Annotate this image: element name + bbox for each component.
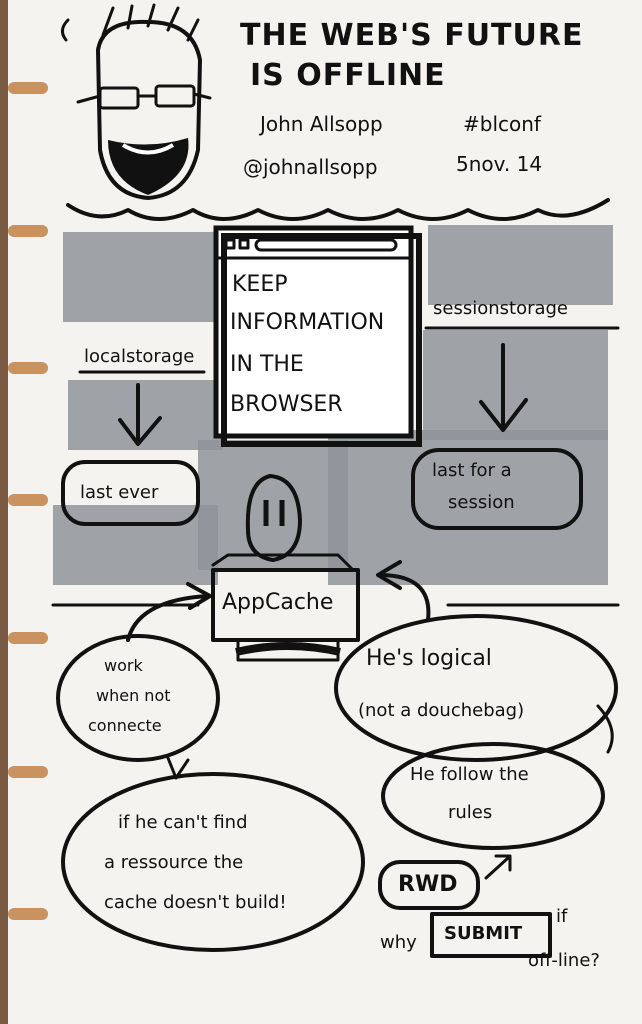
browser-line-2: INFORMATION bbox=[230, 310, 385, 335]
rules-line-1: He follow the bbox=[410, 764, 529, 785]
header-cloud bbox=[66, 198, 610, 221]
logical-line-2: (not a douchebag) bbox=[358, 700, 525, 721]
last-ever-box bbox=[61, 460, 200, 526]
appcache-label: AppCache bbox=[222, 590, 334, 615]
session-box bbox=[411, 448, 583, 530]
logical-line-1: He's logical bbox=[366, 646, 492, 671]
submit-text: SUBMIT bbox=[444, 923, 523, 944]
speaker-handle: @johnallsopp bbox=[243, 155, 378, 179]
bubble-rules bbox=[381, 742, 605, 850]
why-text: why bbox=[380, 932, 417, 953]
resource-line-3: cache doesn't build! bbox=[104, 892, 287, 913]
arrow-from-logical bbox=[378, 573, 431, 622]
resource-line-2: a ressource the bbox=[104, 852, 244, 873]
session-text-2: session bbox=[448, 492, 515, 513]
speaker-name: John Allsopp bbox=[260, 112, 383, 136]
sketch-drawing bbox=[8, 3, 620, 958]
works-line-1: work bbox=[104, 656, 143, 675]
localstorage-label: localstorage bbox=[84, 346, 195, 367]
event-date: 5nov. 14 bbox=[456, 152, 543, 176]
arrow-head-right bbox=[376, 560, 402, 590]
appcache-character bbox=[211, 474, 360, 662]
session-text-1: last for a bbox=[432, 460, 512, 481]
browser-window bbox=[213, 225, 422, 447]
sessionstorage-arrow bbox=[424, 326, 620, 432]
last-ever-text: last ever bbox=[80, 482, 159, 503]
offline-text: off-line? bbox=[528, 950, 600, 971]
bubble-resource bbox=[61, 772, 365, 952]
rwd-text: RWD bbox=[398, 872, 458, 897]
rwd-badge bbox=[378, 860, 480, 910]
works-line-2: when not bbox=[96, 686, 171, 705]
title-line-1: THE WEB'S FUTURE bbox=[240, 18, 584, 53]
bubble-logical bbox=[334, 614, 618, 762]
submit-box bbox=[430, 912, 552, 958]
bubble-tail bbox=[166, 756, 190, 780]
binder-rings bbox=[8, 82, 48, 920]
bubble-link bbox=[596, 704, 614, 754]
sessionstorage-label: sessionstorage bbox=[433, 298, 569, 319]
title-line-2: IS OFFLINE bbox=[250, 58, 446, 93]
bubble-works-offline bbox=[56, 634, 220, 762]
browser-line-1: KEEP bbox=[232, 272, 288, 297]
browser-line-4: BROWSER bbox=[230, 392, 343, 417]
works-line-3: connecte bbox=[88, 716, 162, 735]
browser-line-3: IN THE bbox=[230, 352, 304, 377]
arrow-from-works bbox=[126, 594, 210, 642]
event-hashtag: #blconf bbox=[463, 112, 541, 136]
grey-marker-background bbox=[53, 225, 613, 585]
rwd-arrow bbox=[484, 854, 512, 880]
speaker-portrait bbox=[61, 3, 212, 200]
if-text: if bbox=[556, 906, 568, 927]
localstorage-arrow bbox=[78, 370, 206, 446]
rules-line-2: rules bbox=[448, 802, 493, 823]
resource-line-1: if he can't find bbox=[118, 812, 248, 833]
